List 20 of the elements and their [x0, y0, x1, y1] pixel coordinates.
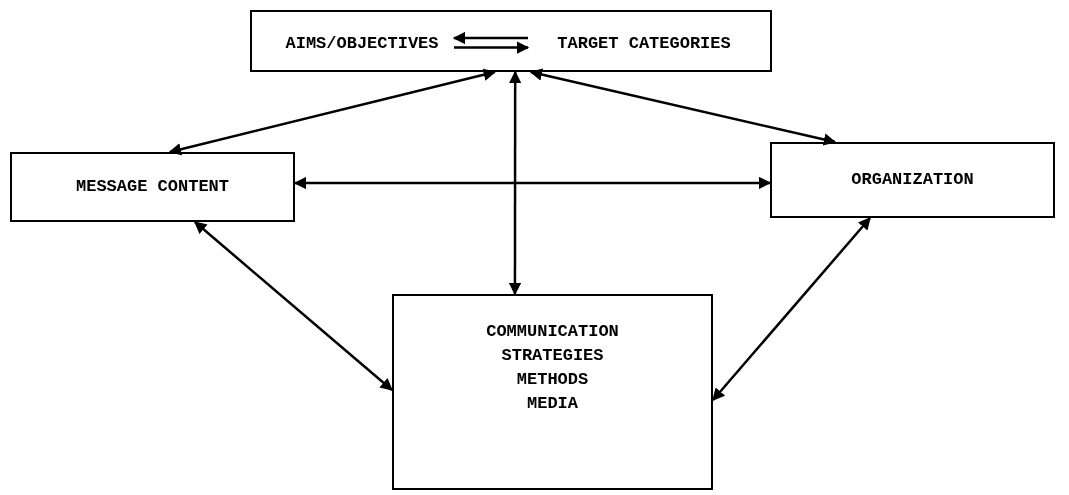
process-box: [770, 142, 1055, 218]
process-box: [10, 152, 295, 222]
node-label: STRATEGIES: [501, 345, 604, 367]
node-label: COMMUNICATION: [486, 321, 619, 343]
arrow: [194, 221, 393, 391]
arrow: [529, 68, 837, 146]
arrow: [712, 217, 871, 401]
node-label: MESSAGE CONTENT: [76, 176, 229, 198]
node-label: ORGANIZATION: [851, 169, 974, 191]
process-box: [392, 294, 713, 490]
arrow: [168, 68, 497, 156]
arrow: [293, 176, 772, 190]
node-label: TARGET CATEGORIES: [557, 33, 731, 55]
node-label: AIMS/OBJECTIVES: [285, 33, 439, 55]
arrow: [452, 31, 528, 45]
arrow: [454, 41, 530, 54]
node-label: MEDIA: [527, 393, 578, 415]
arrow: [508, 70, 522, 296]
node-label: METHODS: [516, 369, 589, 391]
frame-box: [250, 10, 772, 72]
